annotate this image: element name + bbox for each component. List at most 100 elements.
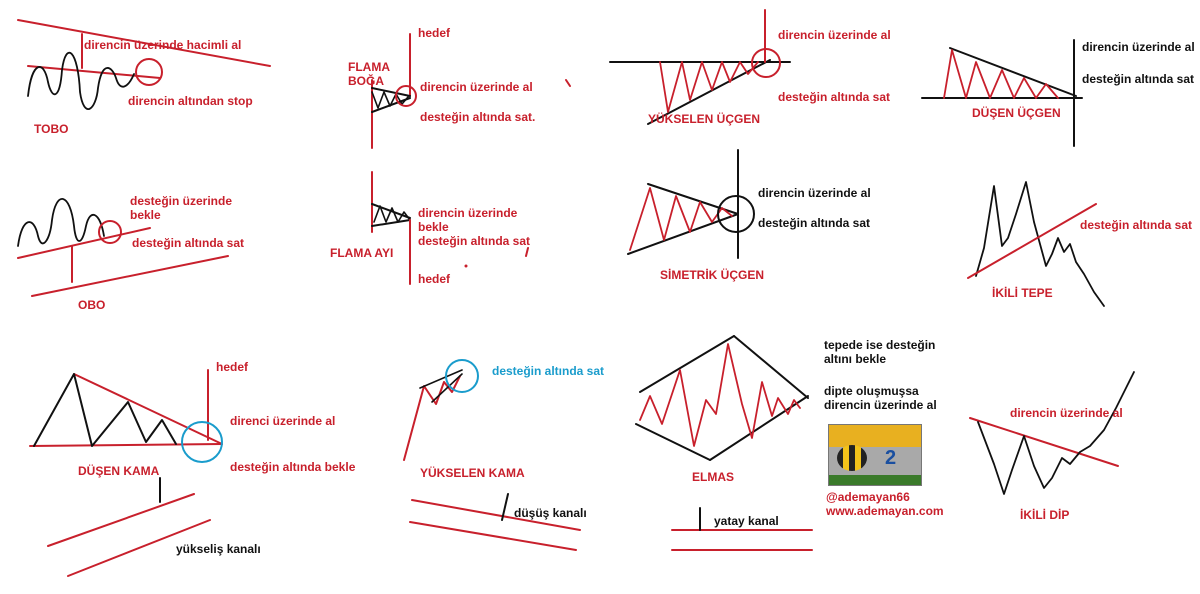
flama-boga-diagram: [371, 33, 571, 149]
yk-line-bottom: [67, 519, 211, 577]
su-zigzag: [629, 187, 733, 251]
bee-icon: [837, 445, 867, 471]
flama-boga-tick: [565, 79, 571, 87]
du-resistance: [949, 47, 1077, 97]
yu-sell-label: desteğin altında sat: [778, 90, 891, 104]
tobo-buy-label: direncin üzerinde hacimli al: [84, 38, 242, 52]
it-name: İKİLİ TEPE: [992, 286, 1053, 300]
yka-sell-label: desteğin altında sat: [492, 364, 605, 378]
flama-ayi-name: FLAMA AYI: [330, 246, 394, 260]
elmas-note2-line1: dipte oluşmuşsa: [824, 384, 919, 398]
yu-name: YÜKSELEN ÜÇGEN: [648, 112, 761, 126]
flama-boga-buy-label: direncin üzerinde al: [420, 80, 533, 94]
id-buy-label: direncin üzerinde al: [1010, 406, 1123, 420]
dusus-kanali-label: düşüş kanalı: [514, 506, 587, 520]
tobo-name: TOBO: [34, 122, 69, 136]
yatay-kanal-diagram: [671, 507, 813, 551]
bee-logo-icon: 2: [828, 424, 922, 486]
su-name: SİMETRİK ÜÇGEN: [660, 268, 765, 282]
flama-ayi-diagram: [371, 171, 529, 285]
logo-number: 2: [885, 447, 897, 469]
tobo-stop-label: direncin altından stop: [128, 94, 253, 108]
credits-handle: @ademayan66: [826, 490, 910, 504]
yukselis-kanali-diagram: [47, 477, 211, 577]
credits-website: www.ademayan.com: [826, 504, 944, 518]
yka-circle: [445, 359, 479, 393]
flama-ayi-tick-1: [525, 247, 529, 257]
yu-circle: [751, 48, 781, 78]
tobo-upper-line: [17, 19, 271, 67]
flama-ayi-sell-label: desteğin altında sat: [418, 234, 531, 248]
flama-ayi-target-label: hedef: [418, 272, 451, 286]
dk-wait-label: desteğin altında bekle: [230, 460, 356, 474]
yukselen-ucgen-diagram: [609, 9, 791, 125]
obo-wait-label-1: desteğin üzerinde: [130, 194, 233, 208]
obo-support: [17, 227, 151, 259]
elmas-br: [709, 395, 809, 461]
elmas-diagram: [635, 335, 809, 461]
du-zigzag: [943, 49, 1059, 99]
yk-line-top: [47, 493, 195, 547]
elmas-tr: [733, 335, 809, 399]
logo-sky: [829, 425, 921, 447]
flama-ayi-zigzag: [373, 205, 411, 223]
yka-bottom: [431, 373, 463, 403]
elmas-tl: [639, 335, 735, 393]
yka-top: [419, 369, 463, 389]
elmas-note2-line2: direncin üzerinde al: [824, 398, 937, 412]
flama-boga-name-1: FLAMA: [348, 60, 390, 74]
id-name: İKİLİ DİP: [1020, 508, 1070, 522]
yu-buy-label: direncin üzerinde al: [778, 28, 891, 42]
elmas-note1-line1: tepede ise desteğin: [824, 338, 936, 352]
flama-boga-target-label: hedef: [418, 26, 451, 40]
du-buy-label: direncin üzerinde al: [1082, 40, 1195, 54]
flama-ayi-dot: [464, 264, 468, 268]
elmas-name: ELMAS: [692, 470, 734, 484]
dk-target-label: hedef: [216, 360, 249, 374]
logo-ground: [829, 475, 921, 485]
id-resistance: [969, 417, 1119, 467]
flama-boga-circle: [395, 85, 417, 107]
dk-name: DÜŞEN KAMA: [78, 464, 160, 478]
dk-buy-label: direnci üzerinde al: [230, 414, 336, 428]
tobo-breakout-circle: [135, 58, 163, 86]
yka-name: YÜKSELEN KAMA: [420, 466, 525, 480]
dk-resistance: [73, 373, 223, 445]
obo-price-curve: [17, 198, 105, 247]
flama-boga-zigzag: [371, 91, 409, 109]
su-buy-label: direncin üzerinde al: [758, 186, 871, 200]
it-price-curve: [975, 181, 1105, 307]
flama-ayi-buy-label-2: bekle: [418, 220, 449, 234]
dusen-kama-diagram: [29, 369, 223, 463]
su-bottom: [627, 213, 739, 255]
obo-circle: [98, 220, 122, 244]
tobo-diagram: [17, 19, 271, 110]
elmas-note1-line2: altını bekle: [824, 352, 887, 366]
dsk-line-bottom: [409, 521, 577, 551]
yatay-kanal-label: yatay kanal: [714, 514, 779, 528]
yu-zigzag: [659, 61, 759, 113]
it-support: [967, 203, 1097, 279]
flama-boga-sell-label: desteğin altında sat.: [420, 110, 536, 124]
elmas-zigzag: [639, 343, 801, 447]
du-name: DÜŞEN ÜÇGEN: [972, 106, 1061, 120]
dsk-marker: [501, 493, 509, 521]
id-price-curve: [977, 371, 1135, 495]
du-sell-label: desteğin altında sat: [1082, 72, 1195, 86]
obo-sell-label: desteğin altında sat: [132, 236, 245, 250]
flama-boga-name-2: BOĞA: [348, 74, 384, 88]
ikili-tepe-diagram: [967, 181, 1105, 307]
su-sell-label: desteğin altında sat: [758, 216, 871, 230]
obo-wait-label-2: bekle: [130, 208, 161, 222]
dk-zigzag: [33, 373, 177, 447]
dk-support: [29, 443, 223, 447]
elmas-bl: [635, 423, 711, 461]
dusen-ucgen-diagram: [921, 39, 1083, 147]
dsk-line-top: [411, 499, 581, 531]
obo-bottom-line: [31, 255, 229, 297]
yukselis-kanali-label: yükseliş kanalı: [176, 542, 261, 556]
tobo-resistance-line: [27, 65, 161, 79]
ikili-dip-diagram: [969, 371, 1135, 495]
flama-ayi-buy-label-1: direncin üzerinde: [418, 206, 518, 220]
